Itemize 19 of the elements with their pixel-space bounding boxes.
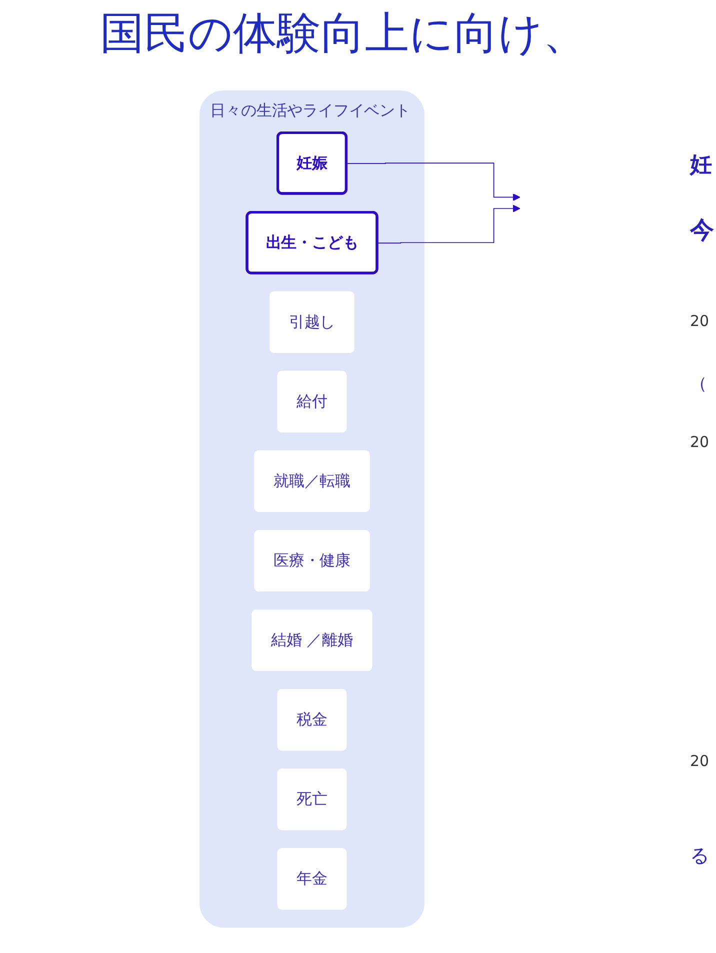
year-text: 20	[690, 433, 710, 451]
event-box: 結婚 ／離婚	[252, 609, 372, 672]
arrow	[376, 204, 520, 244]
event-box: 医療・健康	[254, 530, 370, 592]
event-box: 給付	[277, 370, 347, 432]
body-text: （	[690, 373, 707, 395]
body-text: る	[690, 844, 709, 869]
arrow	[346, 162, 520, 201]
event-box: 引越し	[270, 291, 354, 353]
heading-text: 妊	[690, 152, 712, 180]
event-box: 就職／転職	[254, 450, 370, 512]
event-box: 税金	[277, 689, 347, 751]
event-box: 死亡	[277, 768, 347, 830]
slide-title: 国民の体験向上に向け、	[100, 7, 587, 61]
year-text: 20	[690, 312, 710, 330]
year-text: 20	[690, 752, 710, 770]
event-box: 出生・こども	[246, 210, 378, 274]
heading-text: 今	[690, 215, 714, 246]
event-box: 年金	[277, 848, 347, 910]
